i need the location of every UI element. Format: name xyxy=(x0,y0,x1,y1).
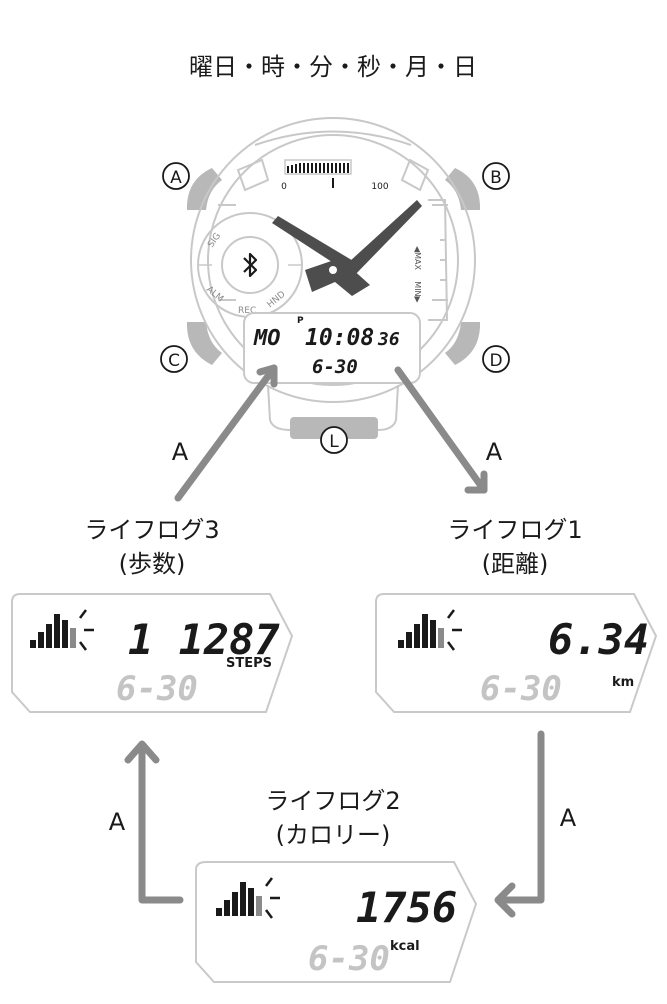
distance-value: 6.34 xyxy=(548,615,649,664)
mode-steps: ライフログ3 (歩数) 1 1287 STEPS 6-30 xyxy=(11,516,294,713)
scale-min-label: MIN▶ xyxy=(413,281,422,303)
button-d[interactable] xyxy=(445,322,481,365)
steps-value: 1 1287 xyxy=(128,615,280,664)
activity-bars-icon xyxy=(398,609,462,651)
lcd-time: 10:08 xyxy=(305,325,374,351)
press-label-right: A xyxy=(486,438,503,466)
svg-text:C: C xyxy=(168,351,180,371)
calories-title: ライフログ2 xyxy=(265,787,400,815)
mode-calories: ライフログ2 (カロリー) 1756 6-30 kcal xyxy=(195,787,478,983)
activity-bars-icon xyxy=(216,877,280,919)
steps-unit: STEPS xyxy=(226,656,272,671)
watch-lcd: MO P 10:08 36 6-30 xyxy=(243,312,421,384)
subdial-hnd: HND xyxy=(266,289,288,310)
button-label-l: L xyxy=(320,426,348,454)
bluetooth-icon xyxy=(243,252,258,278)
calories-unit: kcal xyxy=(390,939,420,954)
distance-lcd-frame xyxy=(375,593,658,713)
page-title: 曜日・時・分・秒・月・日 xyxy=(189,53,477,81)
button-c[interactable] xyxy=(186,322,222,365)
gauge-min-label: 0 xyxy=(281,182,287,192)
lcd-pm: P xyxy=(297,316,304,326)
button-label-c: C xyxy=(160,345,188,373)
svg-text:L: L xyxy=(329,432,339,452)
gauge-max-label: 100 xyxy=(371,182,388,192)
distance-title: ライフログ1 xyxy=(447,516,582,544)
calories-lcd-frame xyxy=(195,861,478,983)
button-label-a: A xyxy=(162,162,190,190)
press-label-bottom-left: A xyxy=(109,808,126,836)
flow-arrows xyxy=(124,364,545,918)
steps-title: ライフログ3 xyxy=(84,516,219,544)
watch-hands xyxy=(272,200,422,296)
button-label-b: B xyxy=(482,162,510,190)
distance-unit: km xyxy=(612,675,634,690)
button-a[interactable] xyxy=(186,168,222,210)
steps-subtitle: (歩数) xyxy=(119,550,186,578)
svg-text:A: A xyxy=(170,168,182,188)
button-b[interactable] xyxy=(445,168,481,210)
lcd-date: 6-30 xyxy=(312,356,358,378)
activity-bars-icon xyxy=(30,609,94,651)
lcd-seconds: 36 xyxy=(377,329,400,350)
calories-value: 1756 xyxy=(356,883,457,932)
press-label-bottom-right: A xyxy=(560,804,577,832)
calories-date: 6-30 xyxy=(308,939,390,979)
calories-subtitle: (カロリー) xyxy=(276,821,391,849)
svg-text:D: D xyxy=(489,351,502,371)
lcd-day: MO xyxy=(253,326,281,351)
steps-lcd-frame xyxy=(11,593,294,713)
activity-gauge: 0 100 xyxy=(281,159,389,192)
subdial-rec: REC xyxy=(238,306,256,316)
distance-subtitle: (距離) xyxy=(482,550,549,578)
steps-date: 6-30 xyxy=(116,669,198,709)
distance-date: 6-30 xyxy=(480,669,562,709)
mode-distance: ライフログ1 (距離) 6.34 km 6-30 xyxy=(375,516,658,713)
press-label-left: A xyxy=(172,438,189,466)
scale-max-label: ◀MAX xyxy=(413,246,422,271)
button-label-d: D xyxy=(482,345,510,373)
watch-illustration: 0 100 ◀MAX MIN▶ SIG ALM REC HND xyxy=(160,117,510,454)
svg-text:B: B xyxy=(490,168,502,188)
